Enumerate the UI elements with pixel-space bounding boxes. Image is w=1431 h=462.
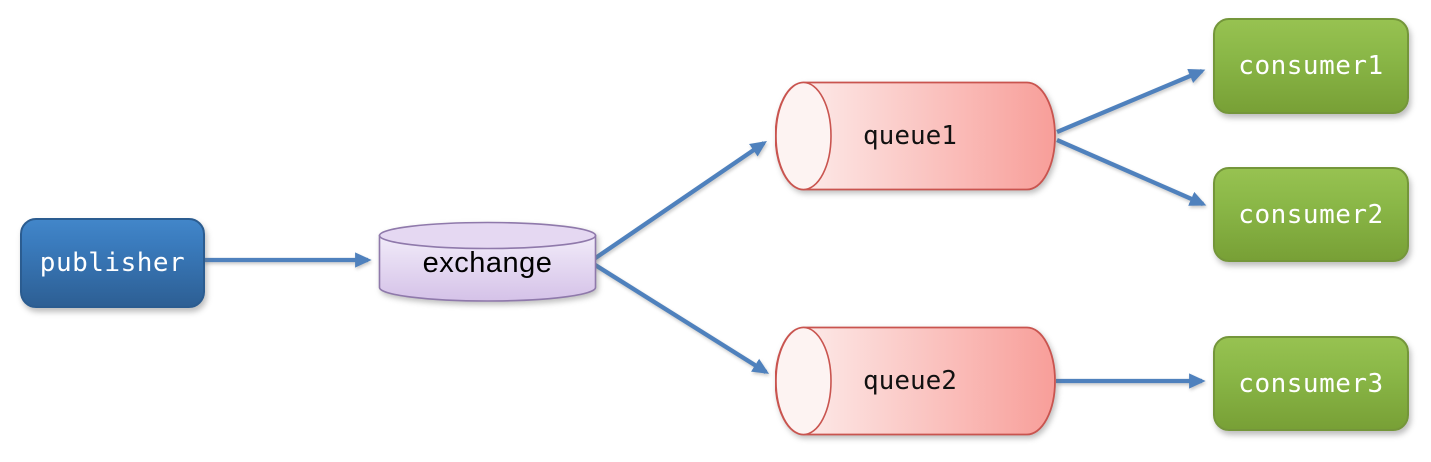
publisher-node: publisher: [20, 218, 205, 308]
queue2-cylinder-shape: [775, 326, 1056, 436]
arrow-queue1-to-consumer1: [1056, 69, 1206, 134]
consumer1-label: consumer1: [1238, 51, 1384, 81]
arrow-exchange-to-queue1: [592, 140, 767, 261]
queue1-cylinder-shape: [775, 81, 1056, 191]
exchange-cylinder-shape: [378, 221, 597, 302]
consumer3-node: consumer3: [1213, 336, 1409, 431]
arrow-queue1-to-consumer2: [1056, 138, 1207, 206]
arrow-exchange-to-queue2: [590, 261, 770, 374]
consumer1-node: consumer1: [1213, 18, 1409, 114]
consumer2-label: consumer2: [1238, 199, 1384, 230]
consumer2-node: consumer2: [1213, 167, 1409, 262]
publisher-label: publisher: [39, 248, 186, 278]
consumer3-label: consumer3: [1238, 368, 1384, 399]
